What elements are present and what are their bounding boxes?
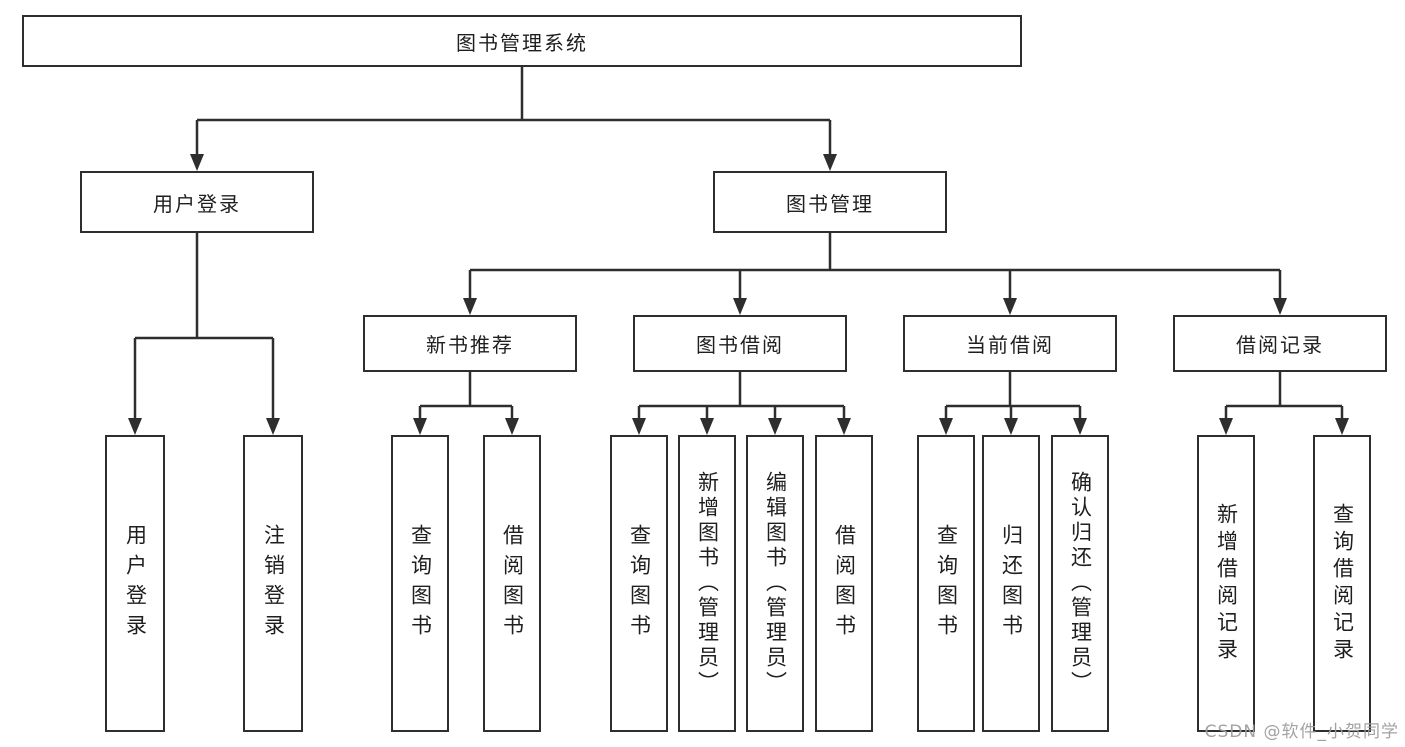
leaf-return-books: 归还图书 [982,435,1040,732]
csdn-watermark: CSDN @软件_小贺同学 [1204,722,1399,742]
leaf-edit-books-admin: 编辑图书（管理员） [746,435,804,732]
leaf-query-books-current: 查询图书 [917,435,975,732]
node-new-book-recommend: 新书推荐 [363,315,577,372]
leaf-query-borrow-record: 查询借阅记录 [1313,435,1371,732]
leaf-add-books-admin: 新增图书（管理员） [678,435,736,732]
leaf-confirm-return-admin: 确认归还（管理员） [1051,435,1109,732]
leaf-borrow-books-recommend: 借阅图书 [483,435,541,732]
node-book-management-branch: 图书管理 [713,171,947,233]
leaf-query-books-borrowing: 查询图书 [610,435,668,732]
node-library-management-system: 图书管理系统 [22,15,1022,67]
leaf-add-borrow-record: 新增借阅记录 [1197,435,1255,732]
arrowheads [128,154,1349,435]
leaf-logout: 注销登录 [243,435,303,732]
leaf-query-books-recommend: 查询图书 [391,435,449,732]
node-current-borrowing: 当前借阅 [903,315,1117,372]
leaf-borrow-books: 借阅图书 [815,435,873,732]
node-user-login-branch: 用户登录 [80,171,314,233]
leaf-user-login: 用户登录 [105,435,165,732]
node-borrowing-records: 借阅记录 [1173,315,1387,372]
node-book-borrowing: 图书借阅 [633,315,847,372]
